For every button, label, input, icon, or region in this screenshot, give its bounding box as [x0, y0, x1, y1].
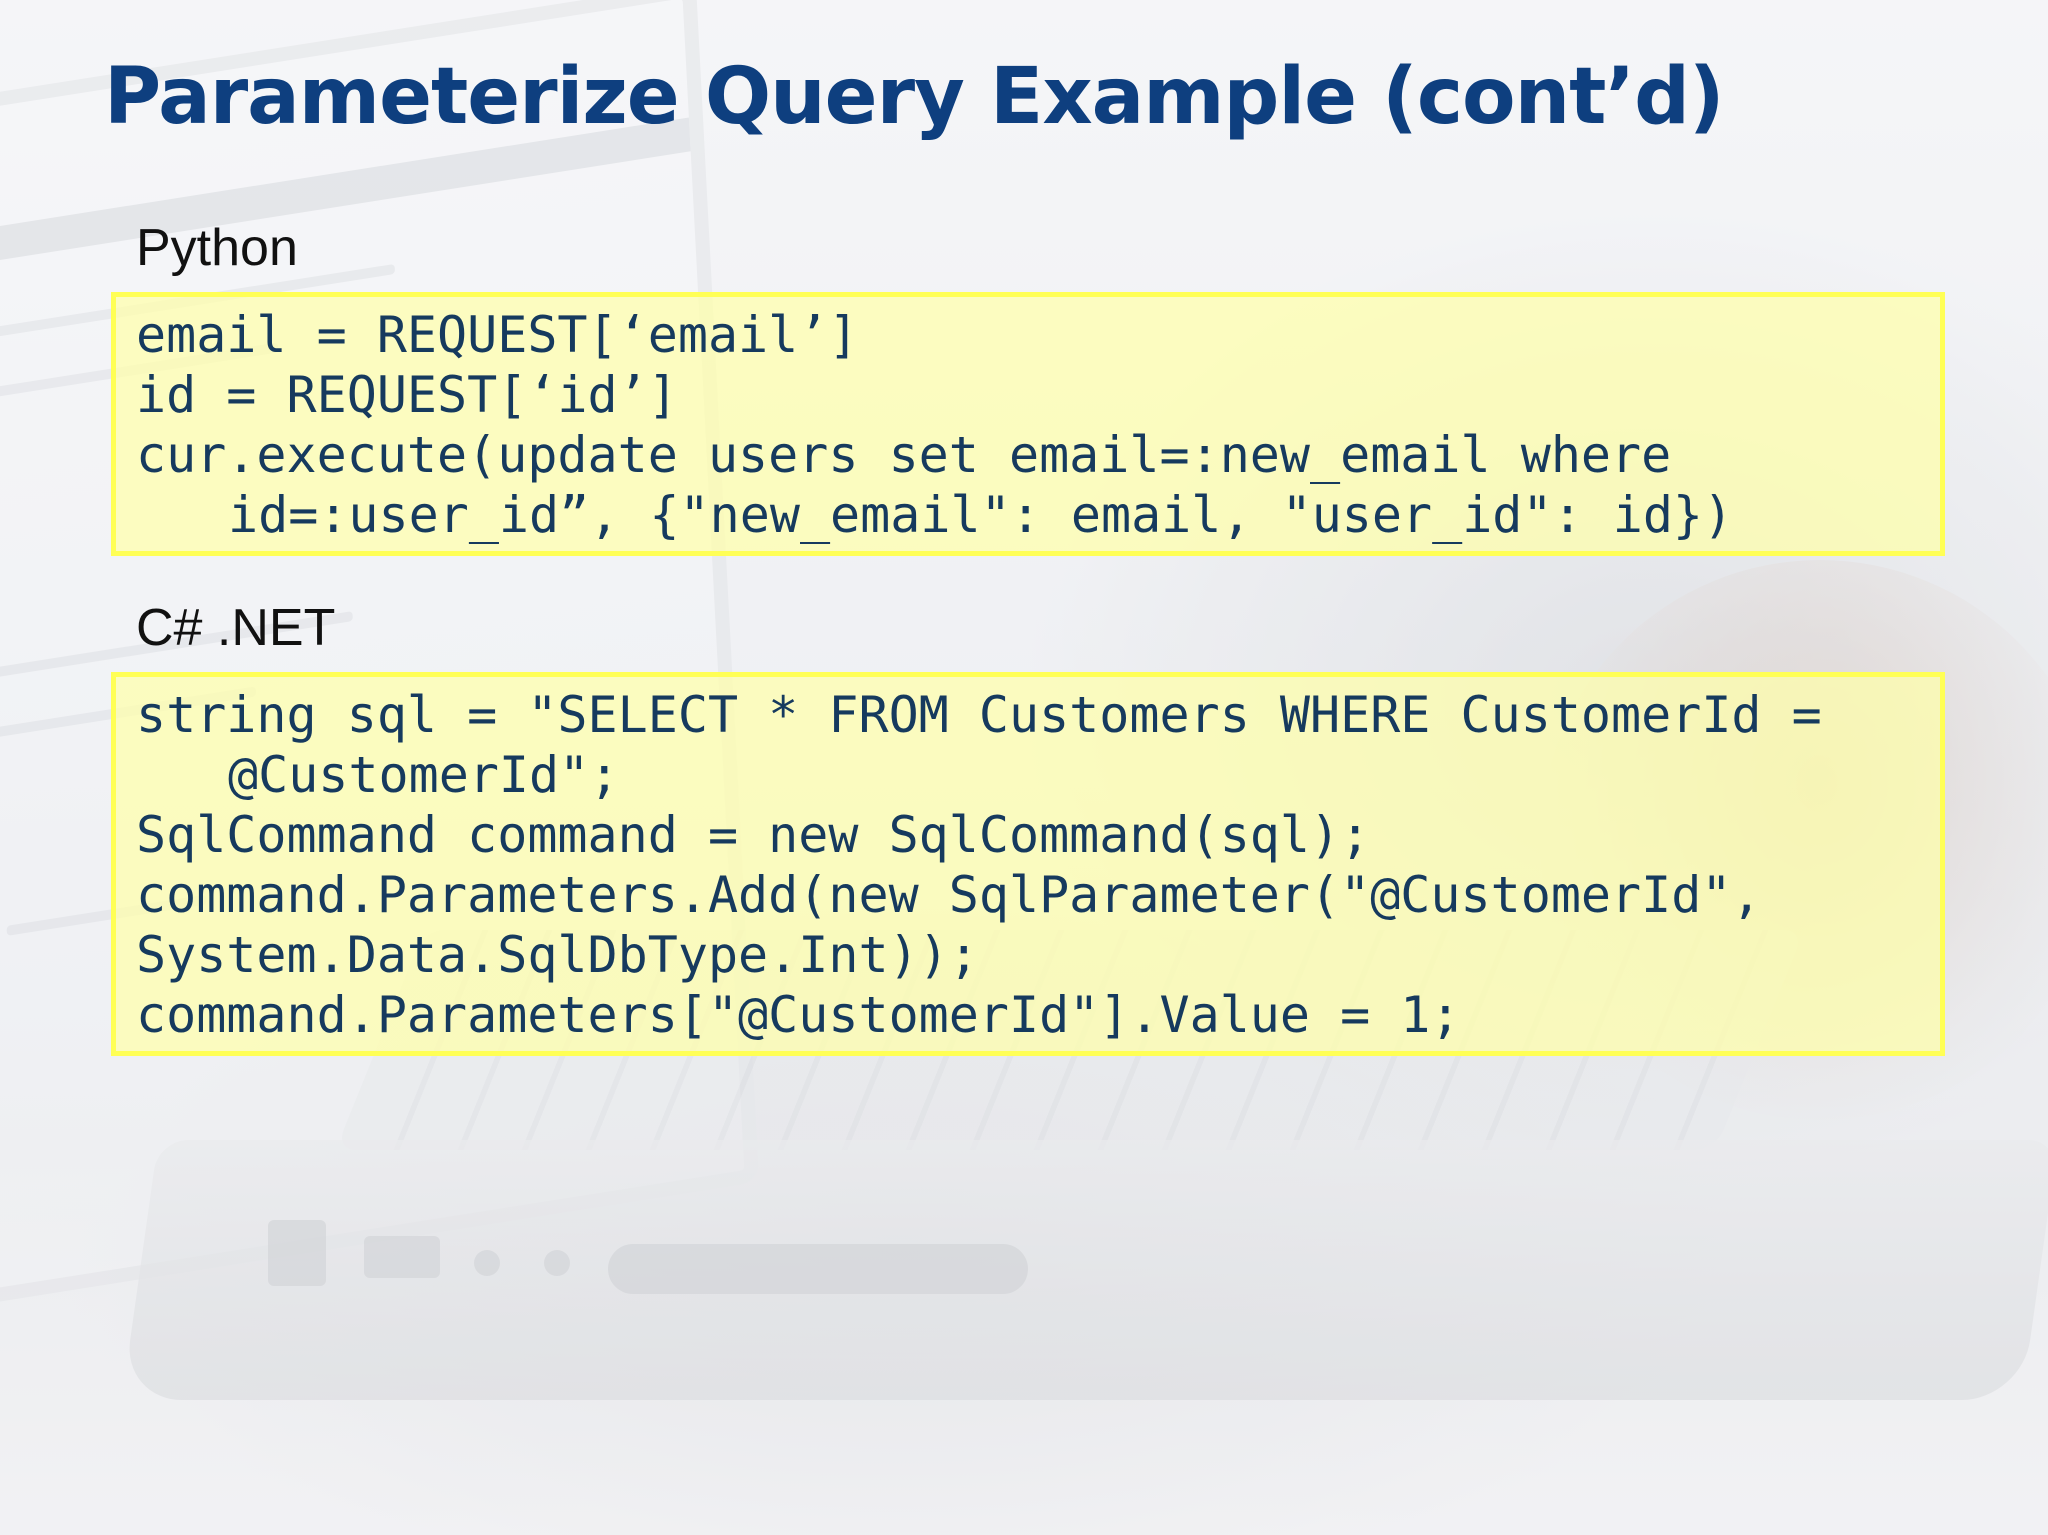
section-label-python: Python	[136, 219, 298, 277]
code-line: email = REQUEST[‘email’]	[136, 306, 859, 364]
code-line: @CustomerId";	[228, 746, 620, 804]
code-line: cur.execute(update users set email=:new_…	[136, 426, 1672, 484]
background-ethernet-port	[268, 1220, 326, 1286]
code-block-csharp: string sql = "SELECT * FROM Customers WH…	[111, 672, 1945, 1056]
background-usb-port	[364, 1236, 440, 1278]
background-optical-slot	[608, 1244, 1028, 1294]
slide-title: Parameterize Query Example (cont’d)	[104, 52, 1725, 142]
section-label-csharp: C# .NET	[136, 599, 336, 657]
code-line: command.Parameters["@CustomerId"].Value …	[136, 986, 1461, 1044]
code-line: string sql = "SELECT * FROM Customers WH…	[136, 686, 1822, 744]
code-line: id=:user_id”, {"new_email": email, "user…	[228, 486, 1734, 544]
background-audio-port	[474, 1250, 500, 1276]
code-line: command.Parameters.Add(new SqlParameter(…	[136, 866, 1762, 924]
code-line: id = REQUEST[‘id’]	[136, 366, 678, 424]
code-block-python: email = REQUEST[‘email’] id = REQUEST[‘i…	[111, 292, 1945, 556]
code-line: SqlCommand command = new SqlCommand(sql)…	[136, 806, 1371, 864]
background-audio-port	[544, 1250, 570, 1276]
code-line: System.Data.SqlDbType.Int));	[136, 926, 979, 984]
